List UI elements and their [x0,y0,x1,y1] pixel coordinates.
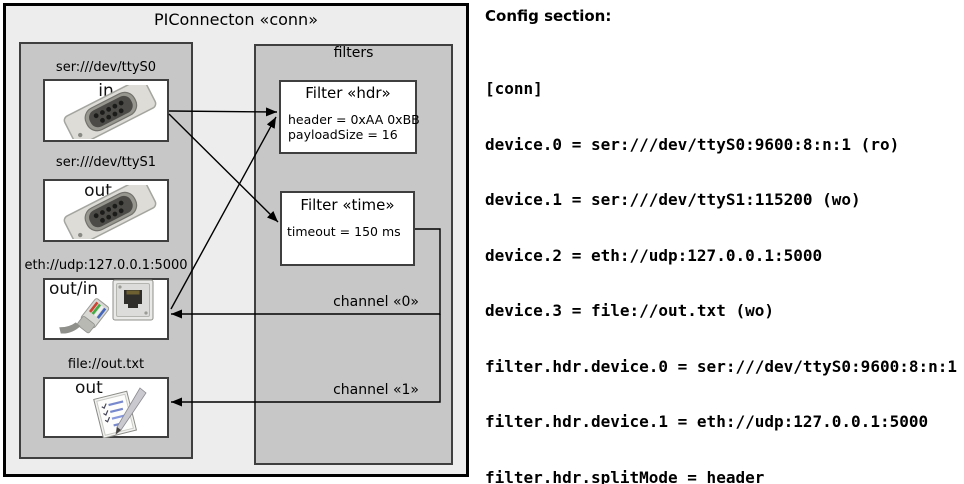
config-section-heading: Config section: [485,7,612,25]
notepad-icon [93,387,147,438]
device-uri-label: ser:///dev/ttyS1 [55,155,157,170]
filter-hdr-properties: header = 0xAA 0xBB payloadSize = 16 [288,112,420,142]
config-line: filter.hdr.device.1 = eth://udp:127.0.0.… [485,412,929,431]
filter-property: header = 0xAA 0xBB [288,112,420,127]
ethernet-cable-icon [59,298,110,334]
filter-hdr-title: Filter «hdr» [305,84,391,102]
device-uri-label: eth://udp:127.0.0.1:5000 [24,258,188,273]
filter-hdr-box [279,80,417,154]
config-line: device.1 = ser:///dev/ttyS1:115200 (wo) [485,190,861,209]
ethernet-jack-icon [112,279,154,321]
config-line: filter.hdr.device.0 = ser:///dev/ttyS0:9… [485,356,958,376]
filters-panel-title: filters [333,45,374,61]
device-uri-label: file://out.txt [67,357,145,372]
device-direction: out [75,378,103,398]
config-listing: [conn] device.0 = ser:///dev/ttyS0:9600:… [485,43,964,484]
config-line: device.3 = file://out.txt (wo) [485,301,774,320]
filter-property: payloadSize = 16 [288,127,398,142]
config-line: [conn] [485,79,543,98]
config-line: device.2 = eth://udp:127.0.0.1:5000 [485,245,823,265]
device-uri-label: ser:///dev/ttyS0 [55,60,157,75]
diagram-title: PIConnecton «conn» [154,10,318,29]
serial-connector-icon [63,185,157,239]
channel-0-label: channel «0» [333,294,419,310]
device-direction: out/in [49,279,99,299]
filter-time-properties: timeout = 150 ms [287,224,401,239]
config-line: filter.hdr.splitMode = header [485,467,765,484]
channel-1-label: channel «1» [333,382,419,398]
config-line: device.0 = ser:///dev/ttyS0:9600:8:n:1 (… [485,134,900,154]
serial-connector-icon [63,85,157,139]
filter-time-title: Filter «time» [300,196,395,214]
filter-property: timeout = 150 ms [287,224,401,239]
